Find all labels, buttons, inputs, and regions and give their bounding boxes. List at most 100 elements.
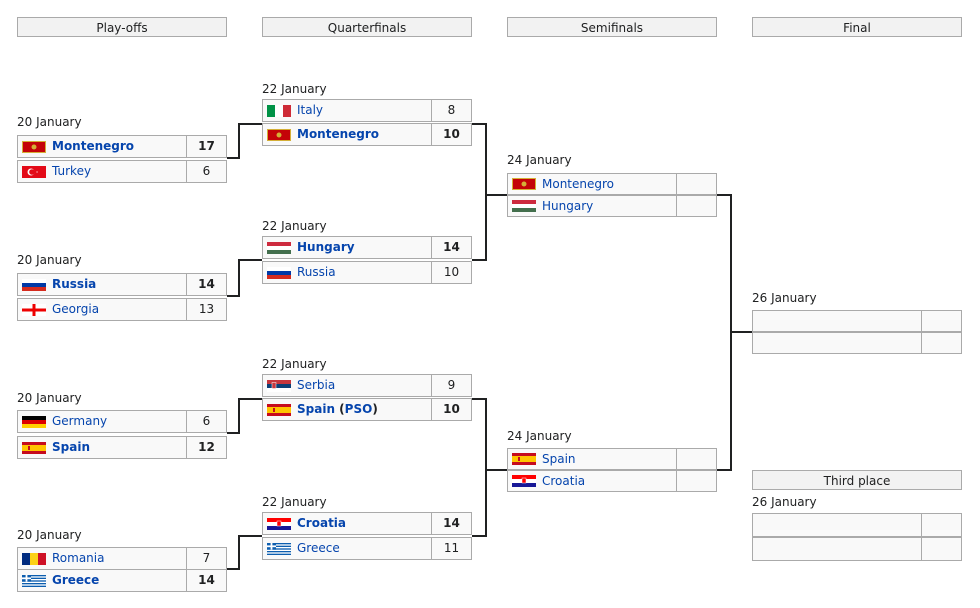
match-date: 20 January (17, 253, 82, 267)
hungary-flag-icon (267, 242, 291, 254)
team-name-link[interactable]: Greece (52, 573, 100, 587)
team-name-link[interactable]: Romania (52, 551, 105, 565)
team-score: 6 (186, 411, 226, 432)
team-row: Croatia 14 (262, 512, 472, 535)
team-row: Spain (PSO) 10 (262, 398, 472, 421)
team-score: 17 (186, 136, 226, 157)
team-name-link[interactable]: Hungary (297, 240, 355, 254)
croatia-flag-icon (267, 518, 291, 530)
bracket-connector (717, 469, 730, 471)
team-name-link[interactable]: Russia (52, 277, 97, 291)
team-row: Germany 6 (17, 410, 227, 433)
bracket-connector (485, 469, 507, 471)
bracket-connector (238, 259, 262, 261)
team-row: Hungary 14 (262, 236, 472, 259)
team-name-cell: Spain (PSO) (263, 399, 431, 420)
match-date: 22 January (262, 219, 327, 233)
bracket-connector (730, 331, 752, 333)
team-row: Russia 14 (17, 273, 227, 296)
team-row: Spain (507, 448, 717, 470)
bracket-connector (238, 535, 262, 537)
team-score (676, 449, 716, 469)
team-name-link[interactable]: Serbia (297, 378, 336, 392)
team-name-link[interactable]: Italy (297, 103, 324, 117)
team-name-link[interactable]: Hungary (542, 199, 594, 213)
spain-flag-icon (267, 404, 291, 416)
bracket-connector (717, 194, 730, 196)
team-row: Croatia (507, 470, 717, 492)
team-score: 12 (186, 437, 226, 458)
bracket-connector (238, 398, 240, 434)
bracket-connector (227, 157, 240, 159)
team-row: Montenegro 10 (262, 123, 472, 146)
turkey-flag-icon (22, 166, 46, 178)
team-name-link[interactable]: Croatia (297, 516, 347, 530)
romania-flag-icon (22, 553, 46, 565)
match-date: 24 January (507, 153, 572, 167)
team-score: 14 (186, 570, 226, 591)
team-score: 14 (431, 513, 471, 534)
bracket-connector (238, 123, 262, 125)
team-score: 9 (431, 375, 471, 396)
team-row (752, 513, 962, 537)
team-score: 14 (186, 274, 226, 295)
team-row: Italy 8 (262, 99, 472, 122)
team-row (752, 310, 962, 332)
team-score (921, 538, 961, 560)
pso-paren-open: ( (335, 402, 345, 416)
spain-flag-icon (22, 442, 46, 454)
team-row: Georgia 13 (17, 298, 227, 321)
header-quarterfinals: Quarterfinals (262, 17, 472, 37)
pso-link[interactable]: PSO (344, 402, 373, 416)
header-playoffs: Play-offs (17, 17, 227, 37)
pso-paren-close: ) (372, 402, 378, 416)
header-third-place: Third place (752, 470, 962, 490)
match-date: 22 January (262, 495, 327, 509)
team-score: 10 (431, 262, 471, 283)
team-name-link[interactable]: Spain (542, 452, 576, 466)
bracket-connector (227, 295, 240, 297)
team-name-link[interactable]: Greece (297, 541, 340, 555)
bracket-connector (485, 123, 487, 261)
team-name-cell (753, 538, 921, 560)
team-name-link[interactable]: Spain (52, 440, 90, 454)
team-row: Greece 11 (262, 537, 472, 560)
team-score: 7 (186, 548, 226, 569)
team-score: 14 (431, 237, 471, 258)
team-score (676, 196, 716, 216)
team-score: 13 (186, 299, 226, 320)
team-score: 11 (431, 538, 471, 559)
team-row: Hungary (507, 195, 717, 217)
team-score (921, 333, 961, 353)
team-score (921, 514, 961, 536)
bracket-connector (227, 432, 240, 434)
croatia-flag-icon (512, 475, 536, 487)
team-score: 10 (431, 399, 471, 420)
bracket-connector (472, 259, 485, 261)
georgia-flag-icon (22, 304, 46, 316)
serbia-flag-icon (267, 380, 291, 392)
team-row: Montenegro (507, 173, 717, 195)
team-score: 6 (186, 161, 226, 182)
team-name-link[interactable]: Montenegro (52, 139, 135, 153)
match-date: 24 January (507, 429, 572, 443)
team-name-link[interactable]: Montenegro (542, 177, 615, 191)
team-name-link[interactable]: Croatia (542, 474, 586, 488)
bracket-connector (485, 194, 507, 196)
spain-flag-icon (512, 453, 536, 465)
bracket-connector (238, 259, 240, 297)
team-name-link[interactable]: Germany (52, 414, 108, 428)
team-score: 8 (431, 100, 471, 121)
match-date: 26 January (752, 291, 817, 305)
team-name-link[interactable]: Spain (297, 402, 335, 416)
team-row: Greece 14 (17, 569, 227, 592)
header-semifinals: Semifinals (507, 17, 717, 37)
team-name-link[interactable]: Russia (297, 265, 336, 279)
bracket-connector (472, 398, 485, 400)
bracket-connector (485, 398, 487, 537)
team-name-cell (753, 514, 921, 536)
team-name-link[interactable]: Turkey (52, 164, 92, 178)
hungary-flag-icon (512, 200, 536, 212)
team-name-link[interactable]: Georgia (52, 302, 100, 316)
team-name-link[interactable]: Montenegro (297, 127, 380, 141)
